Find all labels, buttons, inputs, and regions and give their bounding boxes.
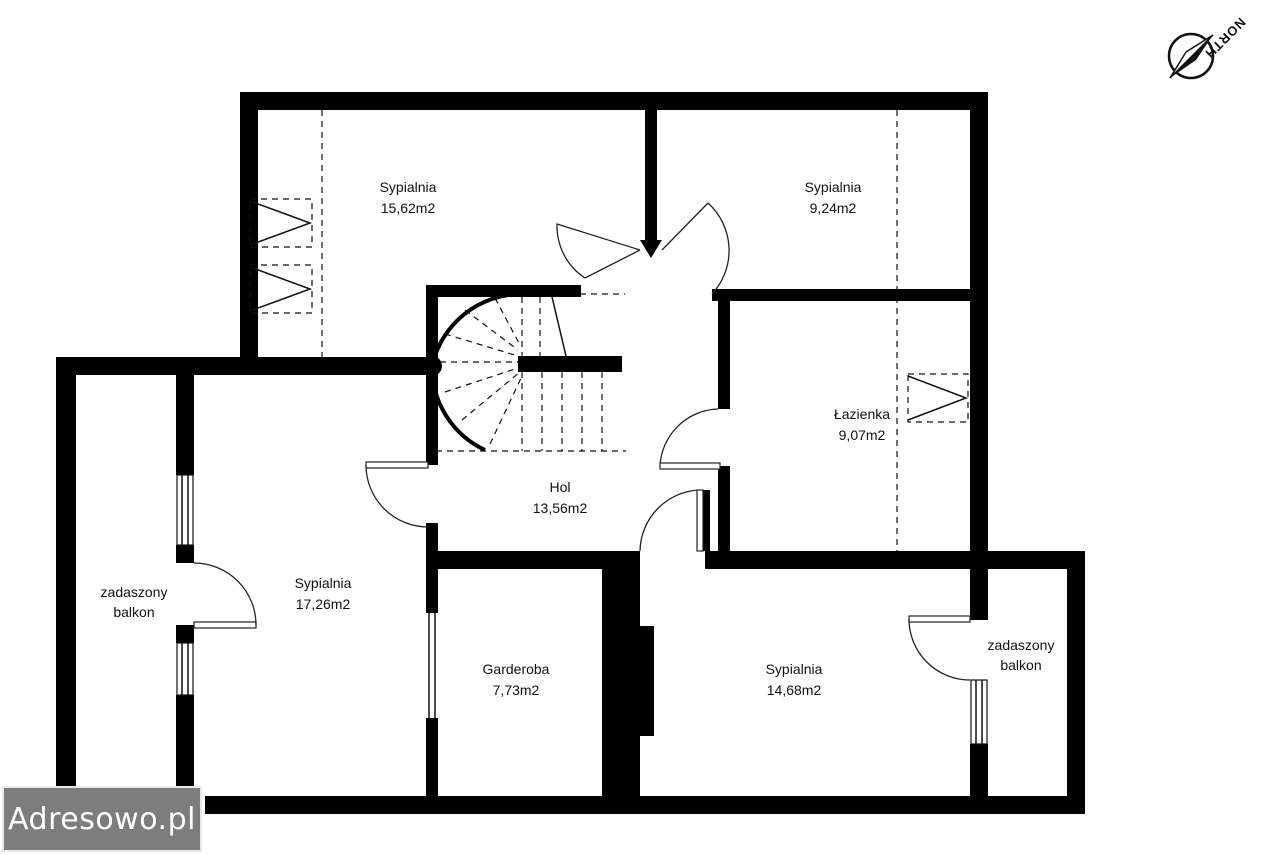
room-bed3-name: Sypialnia — [295, 575, 352, 591]
skylights — [249, 198, 969, 423]
room-balc1-name: zadaszony — [101, 584, 168, 600]
compass: NORTH — [1167, 15, 1249, 80]
room-ward-area: 7,73m2 — [493, 682, 540, 698]
room-bed2-area: 9,24m2 — [810, 200, 857, 216]
room-bed3-area: 17,26m2 — [296, 596, 351, 612]
watermark-logo: Adresowo.pl — [2, 786, 202, 852]
room-bed4-area: 14,68m2 — [767, 682, 822, 698]
windows — [176, 474, 988, 745]
room-balc2-name: zadaszony — [988, 637, 1055, 653]
room-bath-area: 9,07m2 — [839, 427, 886, 443]
staircase — [422, 291, 626, 452]
doors — [193, 202, 971, 681]
room-bed2-name: Sypialnia — [805, 179, 862, 195]
room-balc2-area: balkon — [1000, 657, 1041, 673]
roof-slope-lines — [321, 110, 898, 551]
room-balc1-area: balkon — [113, 604, 154, 620]
room-bed4-name: Sypialnia — [766, 661, 823, 677]
compass-ring — [1167, 32, 1215, 80]
room-ward-name: Garderoba — [483, 661, 550, 677]
watermark-text: Adresowo.pl — [8, 801, 196, 837]
walls — [56, 92, 1085, 814]
room-bed1-name: Sypialnia — [380, 179, 437, 195]
room-bed1-area: 15,62m2 — [381, 200, 436, 216]
room-hall-name: Hol — [549, 479, 570, 495]
room-labels: Sypialnia 15,62m2 Sypialnia 9,24m2 Łazie… — [101, 179, 1055, 698]
room-bath-name: Łazienka — [834, 406, 890, 422]
room-hall-area: 13,56m2 — [533, 500, 588, 516]
